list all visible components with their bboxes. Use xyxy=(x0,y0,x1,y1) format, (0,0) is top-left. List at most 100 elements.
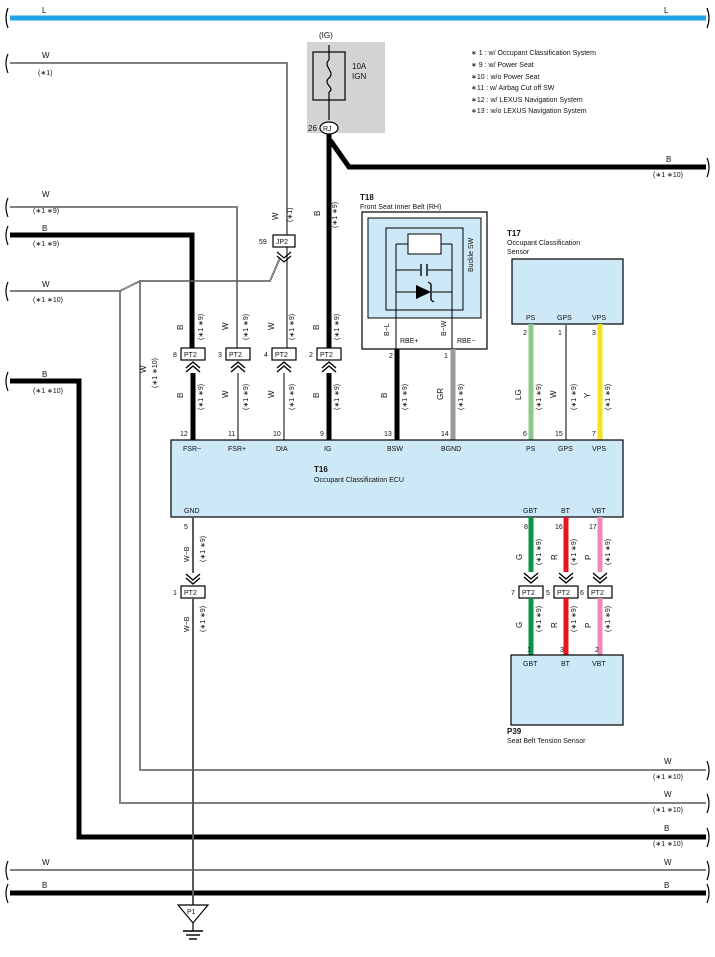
jp2-connector xyxy=(272,234,296,248)
wire-wj-note: (∗1) xyxy=(287,208,294,222)
wire-b-2 xyxy=(10,232,195,348)
buckle-switch-frame xyxy=(385,227,464,311)
pt2-pin: 7 xyxy=(511,590,515,597)
t17-pin-3: 3 xyxy=(592,330,596,337)
note-9: ∗ 9 : w/ Power Seat xyxy=(471,62,534,69)
ecu-wire-color: GR xyxy=(436,388,445,400)
ecu-term: FSR+ xyxy=(228,446,246,453)
fuse-name: IGN xyxy=(352,72,366,81)
buckle-sw-label: Buckle SW xyxy=(468,237,475,272)
ecu-pin: 15 xyxy=(555,431,563,438)
wire-r3-note: (∗1 ∗10) xyxy=(653,841,683,848)
pt2-name: PT2 xyxy=(591,590,604,597)
ecu-term: BSW xyxy=(387,446,403,453)
wire-gnd-color: W−B xyxy=(184,616,191,632)
wire-note: (∗1 ∗9) xyxy=(402,384,409,410)
jp2-chevron-icon xyxy=(276,251,292,263)
wire-w-3 xyxy=(10,257,281,292)
pt2-pin: 2 xyxy=(309,352,313,359)
ecu-bottom-terminals: GND 5 GBT 8 BT 16 VBT 17 xyxy=(184,508,606,531)
ecu-wire-color: B xyxy=(176,393,185,398)
break-mark xyxy=(5,197,9,218)
t17-term-ps: PS xyxy=(526,315,536,322)
break-mark xyxy=(706,860,710,881)
t18-pin-right: 1 xyxy=(444,353,448,360)
ecu-pin: 17 xyxy=(589,524,597,531)
ecu-pin: 9 xyxy=(320,431,324,438)
jp2-name: JP2 xyxy=(276,239,288,246)
wire-w2-note: (∗1 ∗9) xyxy=(33,208,59,215)
ecu-pin: 10 xyxy=(273,431,281,438)
wire-w1-color: W xyxy=(42,51,50,60)
ecu-term: VBT xyxy=(592,508,606,515)
break-mark xyxy=(706,827,710,848)
pt2-name: PT2 xyxy=(522,590,535,597)
ecu-wire-color: B xyxy=(312,393,321,398)
ecu-pin: 11 xyxy=(228,431,235,438)
p39-pin: 1 xyxy=(527,647,531,654)
ecu-wire-color: W xyxy=(221,390,230,398)
pt2-connector xyxy=(225,347,251,361)
ecu-pin: 14 xyxy=(441,431,449,438)
note-10: ∗10 : w/o Power Seat xyxy=(471,74,540,81)
break-mark xyxy=(5,860,9,881)
wire-color: W xyxy=(221,322,230,330)
wire-wv-note: (∗1 ∗10) xyxy=(152,358,159,388)
break-mark xyxy=(5,225,9,246)
note-1: ∗ 1 : w/ Occupant Classification System xyxy=(471,50,596,57)
wire-bt-color: R xyxy=(550,554,559,560)
wire-r1-note: (∗1 ∗10) xyxy=(653,774,683,781)
wire-note: (∗1 ∗9) xyxy=(605,539,612,565)
chevron-up-icon xyxy=(185,361,201,373)
wire-wv-color: W xyxy=(139,365,148,373)
wire-note: (∗1 ∗9) xyxy=(458,384,465,410)
ecu-pin: 16 xyxy=(555,524,563,531)
resistor-icon xyxy=(407,233,442,255)
break-mark xyxy=(706,793,710,814)
chevron-down-icon xyxy=(592,572,608,584)
ecu-term: BGND xyxy=(441,446,461,453)
diode-icon xyxy=(416,285,431,299)
break-mark xyxy=(706,883,710,904)
wire-b3-note: (∗1 ∗10) xyxy=(33,388,63,395)
pt2-pin: 3 xyxy=(218,352,222,359)
pt2-gnd-pin: 1 xyxy=(173,590,177,597)
ecu-name: Occupant Classification ECU xyxy=(314,477,404,484)
ecu-wire-color: LG xyxy=(514,389,523,400)
ecu-id: T16 xyxy=(314,465,328,474)
pt2-name: PT2 xyxy=(184,352,197,359)
note-13: ∗13 : w/o LEXUS Navigation System xyxy=(471,108,587,115)
pt2-pin: 6 xyxy=(580,590,584,597)
chevron-down-icon xyxy=(558,572,574,584)
wire-note: (∗1 ∗9) xyxy=(571,384,578,410)
break-mark xyxy=(706,157,710,178)
ecu-term: GBT xyxy=(523,508,538,515)
ecu-term: VPS xyxy=(592,446,606,453)
wire-w1-note: (∗1) xyxy=(38,70,52,77)
t18-wire-left: B−L xyxy=(384,323,391,336)
wire-wj-color: W xyxy=(271,212,280,220)
jp2-pin: 59 xyxy=(259,239,267,246)
ecu-pin: 5 xyxy=(184,524,188,531)
wire-note: (∗1 ∗9) xyxy=(605,606,612,632)
t17-body xyxy=(511,258,624,325)
wire-note: (∗1 ∗9) xyxy=(571,606,578,632)
wire-bw-b-r: B xyxy=(664,881,669,890)
ecu-term: DIA xyxy=(276,446,288,453)
pt2-pin: 4 xyxy=(264,352,268,359)
wire-w3-color: W xyxy=(42,280,50,289)
pt2-name: PT2 xyxy=(320,352,333,359)
wire-bt-color: R xyxy=(550,622,559,628)
ecu-pin: 8 xyxy=(524,524,528,531)
wire-ig-color: B xyxy=(313,211,322,216)
t17-term-gps: GPS xyxy=(557,315,572,322)
wire-b-right-color: B xyxy=(666,155,671,164)
chevron-down-icon xyxy=(523,572,539,584)
pt2-name: PT2 xyxy=(557,590,570,597)
pt2-pin: 5 xyxy=(546,590,550,597)
ecu-term: IG xyxy=(324,446,331,453)
chevron-up-icon xyxy=(276,361,292,373)
ecu-wire-color: Y xyxy=(583,392,592,398)
p39-name: Seat Belt Tension Sensor xyxy=(507,738,586,745)
